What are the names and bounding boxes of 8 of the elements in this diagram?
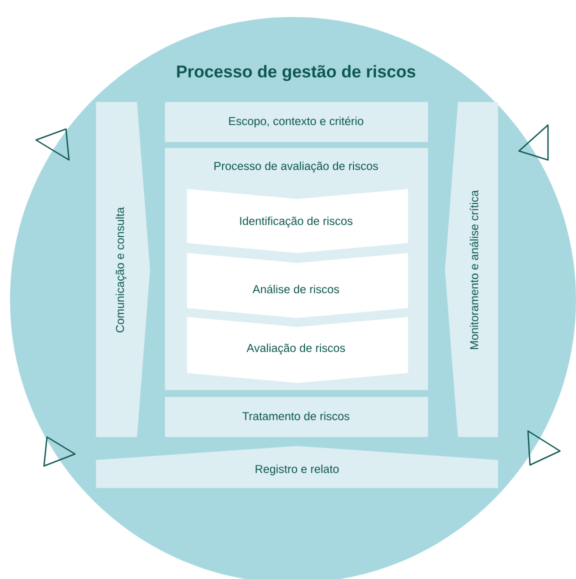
chevron-box: Análise de riscos [187,253,408,318]
side-band: Comunicação e consulta [96,102,150,437]
process-box: Escopo, contexto e critério [165,102,428,142]
chevron-box: Avaliação de riscos [187,317,408,383]
side-band: Monitoramento e análise crítica [445,102,498,437]
band-box: Registro e relato [96,446,498,488]
chevron-box: Identificação de riscos [187,189,408,253]
process-box: Tratamento de riscos [165,397,428,437]
